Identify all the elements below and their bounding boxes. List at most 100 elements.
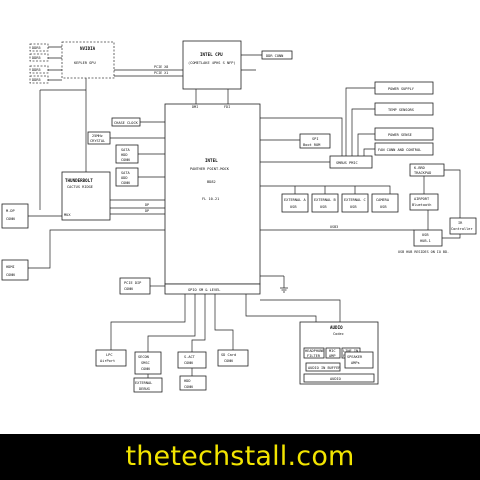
gpu-mem-label-b: DDR5: [32, 56, 41, 60]
cpu-title: INTEL CPU: [200, 52, 223, 57]
gpu-mem-label-d: DDR5: [32, 78, 41, 82]
link-label-dmi: DMI: [192, 105, 198, 109]
audio-codec-sub: Codec: [333, 332, 344, 336]
airport-sub: Bluetooth: [412, 203, 431, 207]
mini-dp-conn: [1, 203, 29, 229]
audio-conn: [303, 373, 375, 383]
crystal-label-b: CRYSTAL: [90, 139, 105, 143]
audio-mic-amp: [325, 347, 341, 359]
usb-hub-b: HUB-1: [420, 239, 431, 243]
link-label-pcie-x8: PCIE X8: [154, 65, 168, 69]
smc-ec-title: SMBUS PMIC: [336, 161, 358, 165]
ir-sub: Controller: [451, 227, 473, 231]
thunderbolt-pin: MUX: [64, 213, 71, 217]
usb-port-b: [311, 193, 339, 213]
usb-port-a-title: EXTERNAL A: [284, 198, 306, 202]
mini-dp-title: M-DP: [6, 209, 15, 213]
pch-block: [164, 103, 261, 285]
speaker-amp-a: SPEAKER: [347, 355, 363, 359]
gpu-subtitle: KEPLER GPU: [74, 61, 96, 65]
usb-hub-a: USB: [422, 233, 429, 237]
bottom-lpc-b: AirPort: [100, 359, 115, 363]
usb-port-a-sub: USB: [290, 205, 297, 209]
speaker-amp-b: AMPs: [351, 361, 360, 365]
pch-bottom-bus: [164, 283, 261, 295]
thunderbolt-subtitle: CACTUS RIDGE: [67, 185, 93, 189]
usb-port-c: [341, 193, 369, 213]
sata-odd-b: ODD: [121, 176, 128, 180]
gpu-block: [61, 41, 115, 79]
audio-headphone: [303, 347, 325, 359]
audio-in-buffer-label: AUDIO IN BUFFER: [308, 366, 341, 370]
temp-sensors-label: TEMP SENSORS: [388, 108, 414, 112]
bottom-debug-a: EXTERNAL: [135, 381, 152, 385]
hdmi-title: HDMI: [6, 265, 15, 269]
audio-mic-a: MIC: [329, 349, 336, 353]
sata-hdd-b: HDD: [121, 153, 128, 157]
usb-port-b-sub: USB: [320, 205, 327, 209]
bottom-sact-a: S-ACT: [184, 355, 196, 359]
thunderbolt-block: [61, 171, 111, 221]
crystal-label-a: 25MHz: [92, 134, 103, 138]
pcie-dip-a: PCIE DIP: [124, 281, 141, 285]
gpu-mem-label-a: DDR5: [32, 46, 41, 50]
gpu-memory-b: [29, 53, 49, 62]
bottom-hdd-b: CONN: [184, 385, 193, 389]
keyboard-a: K-BRD: [414, 166, 425, 170]
fan-control-label: FAN CONN AND CONTROL: [378, 148, 421, 152]
bottom-sact-b: CONN: [184, 361, 193, 365]
sata-odd-c: CONN: [121, 181, 130, 185]
pcie-dip-b: CONN: [124, 287, 133, 291]
spi-rom-block: [299, 133, 331, 149]
spi-sub: Boot ROM: [303, 143, 321, 147]
ir-controller: [449, 217, 477, 235]
mini-dp-sub: CONN: [6, 217, 15, 221]
gpu-mem-label-c: DDR5: [32, 68, 41, 72]
sata-hdd-a: SATA: [121, 148, 130, 152]
usb-port-a: [281, 193, 309, 213]
usb-port-c-title: EXTERNAL C: [344, 198, 366, 202]
link-label-pcie-x1: PCIE X1: [154, 71, 168, 75]
spi-title: SPI: [312, 137, 319, 141]
gpu-memory-d: [29, 75, 49, 84]
bottom-hdd-a: HDD: [184, 379, 191, 383]
cpu-subtitle: (COMETLAKE 4PHS S NFP): [188, 61, 236, 65]
ir-title: IR: [458, 221, 463, 225]
usb-camera-sub: USB: [380, 205, 387, 209]
pch-subtitle: PANTHER POINT-MOCK: [190, 167, 230, 171]
bottom-lpc-a: LPC: [106, 353, 113, 357]
usb-port-c-sub: USB: [350, 205, 357, 209]
brand-watermark-text: thetechstall.com: [125, 441, 355, 472]
gpu-memory-a: [29, 43, 49, 52]
bottom-sdcard-a: SD Card: [221, 353, 236, 357]
cpu-block: [182, 40, 242, 90]
link-label-dp-a: DP: [145, 203, 149, 207]
speaker-amp: [344, 351, 374, 369]
audio-line-a: LINE IN: [343, 349, 358, 353]
power-supply-label: POWER SUPPLY: [388, 87, 415, 91]
sata-hdd-c: CONN: [121, 158, 130, 162]
power-sense-label: POWER SENSE: [388, 133, 412, 137]
audio-codec-title: AUDIO: [330, 325, 343, 330]
pch-code: BD82: [207, 180, 216, 184]
bottom-sdcard-b: CONN: [224, 359, 233, 363]
link-label-dp-b: DP: [145, 209, 149, 213]
pch-pins: FL 10-21: [202, 197, 219, 201]
audio-headphone-b: FILTER: [307, 354, 321, 358]
audio-conn-label: AUDIO: [330, 377, 341, 381]
usb-camera-title: CAMERA: [376, 198, 390, 202]
audio-in-buffer: [305, 362, 341, 372]
bottom-smsc-b: SMSC: [141, 361, 150, 365]
link-label-usb3: USB3: [330, 225, 338, 229]
link-label-fdi: FDI: [224, 105, 230, 109]
clock-label: CHASE CLOCK: [114, 121, 139, 125]
bottom-hdd: [179, 375, 207, 391]
usb-hub-note: USB HUB RESIDES ON IO BD.: [398, 250, 449, 254]
airport-title: AIRPORT: [414, 197, 430, 201]
gpu-memory-c: [29, 65, 49, 74]
gpu-title: NVIDIA: [80, 46, 96, 51]
brand-banner: [0, 434, 480, 480]
hdmi-sub: CONN: [6, 273, 15, 277]
usb-camera: [371, 193, 399, 213]
audio-headphone-a: HEADPHONE: [305, 349, 324, 353]
